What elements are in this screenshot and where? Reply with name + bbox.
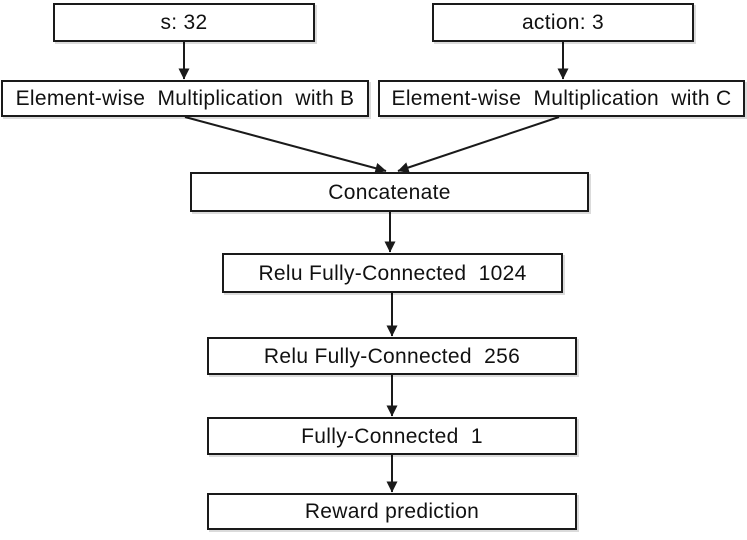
node-fc-1: Fully-Connected 1 [207,417,577,455]
node-state-input: s: 32 [53,3,315,42]
node-concatenate: Concatenate [190,172,589,212]
node-reward-prediction: Reward prediction [207,493,577,530]
node-action-input: action: 3 [432,3,694,42]
node-relu-fc-256: Relu Fully-Connected 256 [207,337,577,375]
node-relu-fc-1024: Relu Fully-Connected 1024 [222,253,563,293]
edge-elementwise-b-to-concat [184,116,387,174]
edge-elementwise-c-to-concat [397,116,560,173]
node-elementwise-mult-c: Element-wise Multiplication with C [378,80,745,117]
node-elementwise-mult-b: Element-wise Multiplication with B [1,80,369,117]
